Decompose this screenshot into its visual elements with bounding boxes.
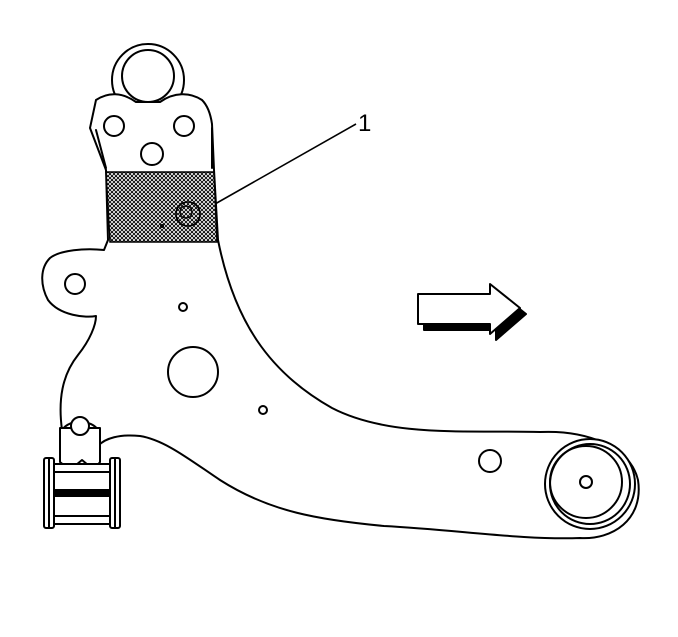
mount-hole-left (103, 115, 125, 137)
upper-step-line (95, 127, 213, 169)
rear-arm-hole (478, 449, 502, 473)
hatched-area-bolt-outer (175, 201, 201, 227)
large-center-hole (167, 346, 219, 398)
small-hole-lower (258, 405, 268, 415)
small-hole-upper (178, 302, 188, 312)
arrow-right-icon (417, 283, 527, 341)
hatched-inspection-area (105, 171, 218, 243)
top-ball-joint-hole (121, 49, 175, 103)
rear-bushing-inner (549, 445, 623, 519)
callout-1-label: 1 (358, 110, 371, 137)
left-ear-hole (64, 273, 86, 295)
front-bushing-band (52, 489, 118, 497)
hatched-area-dot (160, 224, 164, 228)
callout-leader-line (214, 123, 357, 205)
mount-hole-right (173, 115, 195, 137)
front-bracket-notch (70, 416, 90, 436)
rear-bushing-center-hole (579, 475, 593, 489)
arrow-right-face (417, 283, 521, 335)
mount-hole-center (140, 142, 164, 166)
hatched-area-bolt-inner (179, 205, 193, 219)
